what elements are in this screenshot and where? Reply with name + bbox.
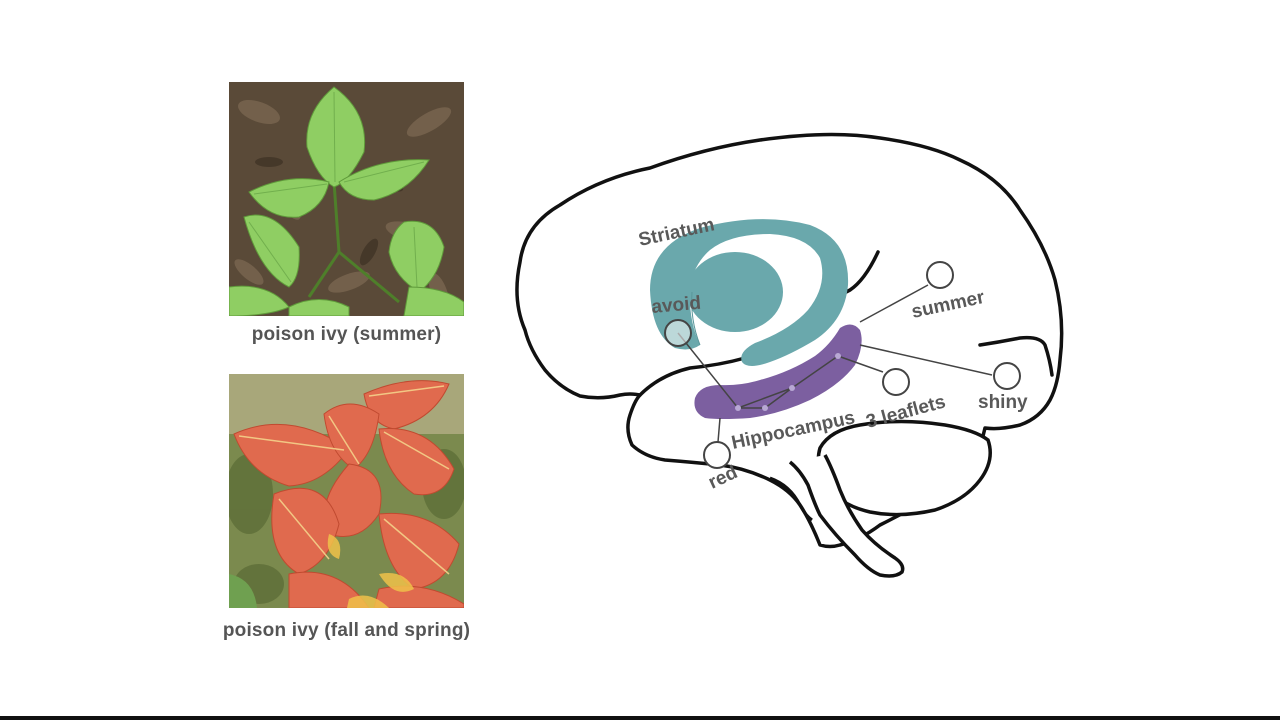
caption-fall: poison ivy (fall and spring) — [222, 620, 471, 641]
striatum — [650, 219, 849, 366]
caption-summer: poison ivy (summer) — [251, 324, 442, 345]
node-avoid — [664, 319, 692, 347]
label-avoid: avoid — [651, 293, 702, 318]
lateral-sulcus — [978, 335, 1054, 377]
link-avoid — [677, 332, 739, 409]
brainstem — [788, 454, 905, 578]
label-shiny: shiny — [978, 392, 1028, 413]
bottom-border — [0, 716, 1280, 720]
link-red — [717, 417, 721, 443]
node-red — [703, 441, 731, 469]
node-leaflets — [882, 368, 910, 396]
link-summer — [859, 284, 929, 323]
hippocampus — [694, 324, 862, 419]
link-shiny — [859, 344, 993, 376]
link-leaflets — [837, 355, 884, 373]
photo-poison-ivy-summer — [229, 82, 464, 316]
node-summer — [926, 261, 954, 289]
photo-poison-ivy-fall — [229, 374, 464, 608]
node-shiny — [993, 362, 1021, 390]
